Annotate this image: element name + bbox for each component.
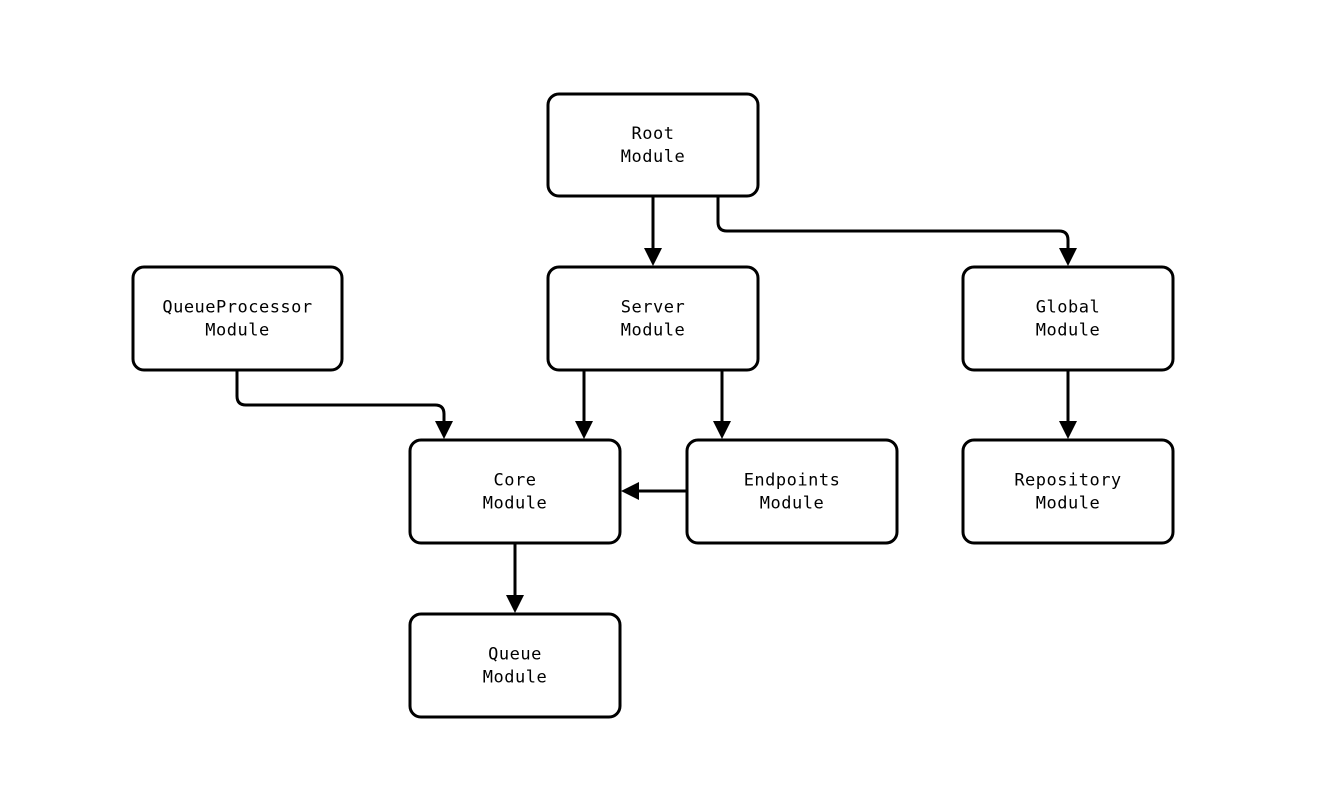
server-module-node-label-line1: Server [621,298,685,318]
edge-global-to-repository [1059,370,1077,439]
server-module-node-label-line2: Module [621,321,685,341]
edge-queueprocessor-to-core-arrowhead-icon [435,421,453,439]
edge-queueprocessor-to-core [235,370,453,439]
queue-module-node-label-line2: Module [483,668,547,688]
global-module-node-shape[interactable] [961,265,1175,372]
queue-module-node-label-line1: Queue [488,645,542,665]
edge-server-to-core [575,370,593,439]
repository-module-node-label-line1: Repository [1014,471,1121,491]
edge-root-to-global [716,196,1077,266]
edge-root-to-global-line [716,196,1070,252]
edge-endpoints-to-core [621,482,687,500]
edge-root-to-server-arrowhead-icon [644,248,662,266]
nodes-layer: RootModuleQueueProcessorModuleServerModu… [131,92,1175,719]
queue-module-node-shape[interactable] [408,612,622,719]
repository-module-node-shape[interactable] [961,438,1175,545]
core-module-node-shape[interactable] [408,438,622,545]
root-module-node-label-line1: Root [632,124,675,144]
queueprocessor-module-node-label-line2: Module [205,321,269,341]
edge-queueprocessor-to-core-line [235,370,446,425]
root-module-node-label-line2: Module [621,147,685,167]
server-module-node-shape[interactable] [546,265,760,372]
endpoints-module-node-label-line1: Endpoints [744,471,841,491]
queueprocessor-module-node-label-line1: QueueProcessor [162,298,312,318]
root-module-node-shape[interactable] [546,92,760,198]
edge-root-to-global-arrowhead-icon [1059,248,1077,266]
edge-server-to-endpoints-arrowhead-icon [713,421,731,439]
endpoints-module-node-shape[interactable] [685,438,899,545]
edge-core-to-queue-arrowhead-icon [506,595,524,613]
endpoints-module-node-label-line2: Module [760,494,824,514]
core-module-node-label-line2: Module [483,494,547,514]
edge-endpoints-to-core-arrowhead-icon [621,482,639,500]
edge-server-to-endpoints [713,370,731,439]
repository-module-node-label-line2: Module [1036,494,1100,514]
edges-layer [235,196,1077,613]
global-module-node-label-line1: Global [1036,298,1100,318]
global-module-node-label-line2: Module [1036,321,1100,341]
edge-global-to-repository-arrowhead-icon [1059,421,1077,439]
edge-server-to-core-arrowhead-icon [575,421,593,439]
edge-core-to-queue [506,543,524,613]
queueprocessor-module-node-shape[interactable] [131,265,344,372]
core-module-node-label-line1: Core [494,471,537,491]
edge-root-to-server [644,196,662,266]
